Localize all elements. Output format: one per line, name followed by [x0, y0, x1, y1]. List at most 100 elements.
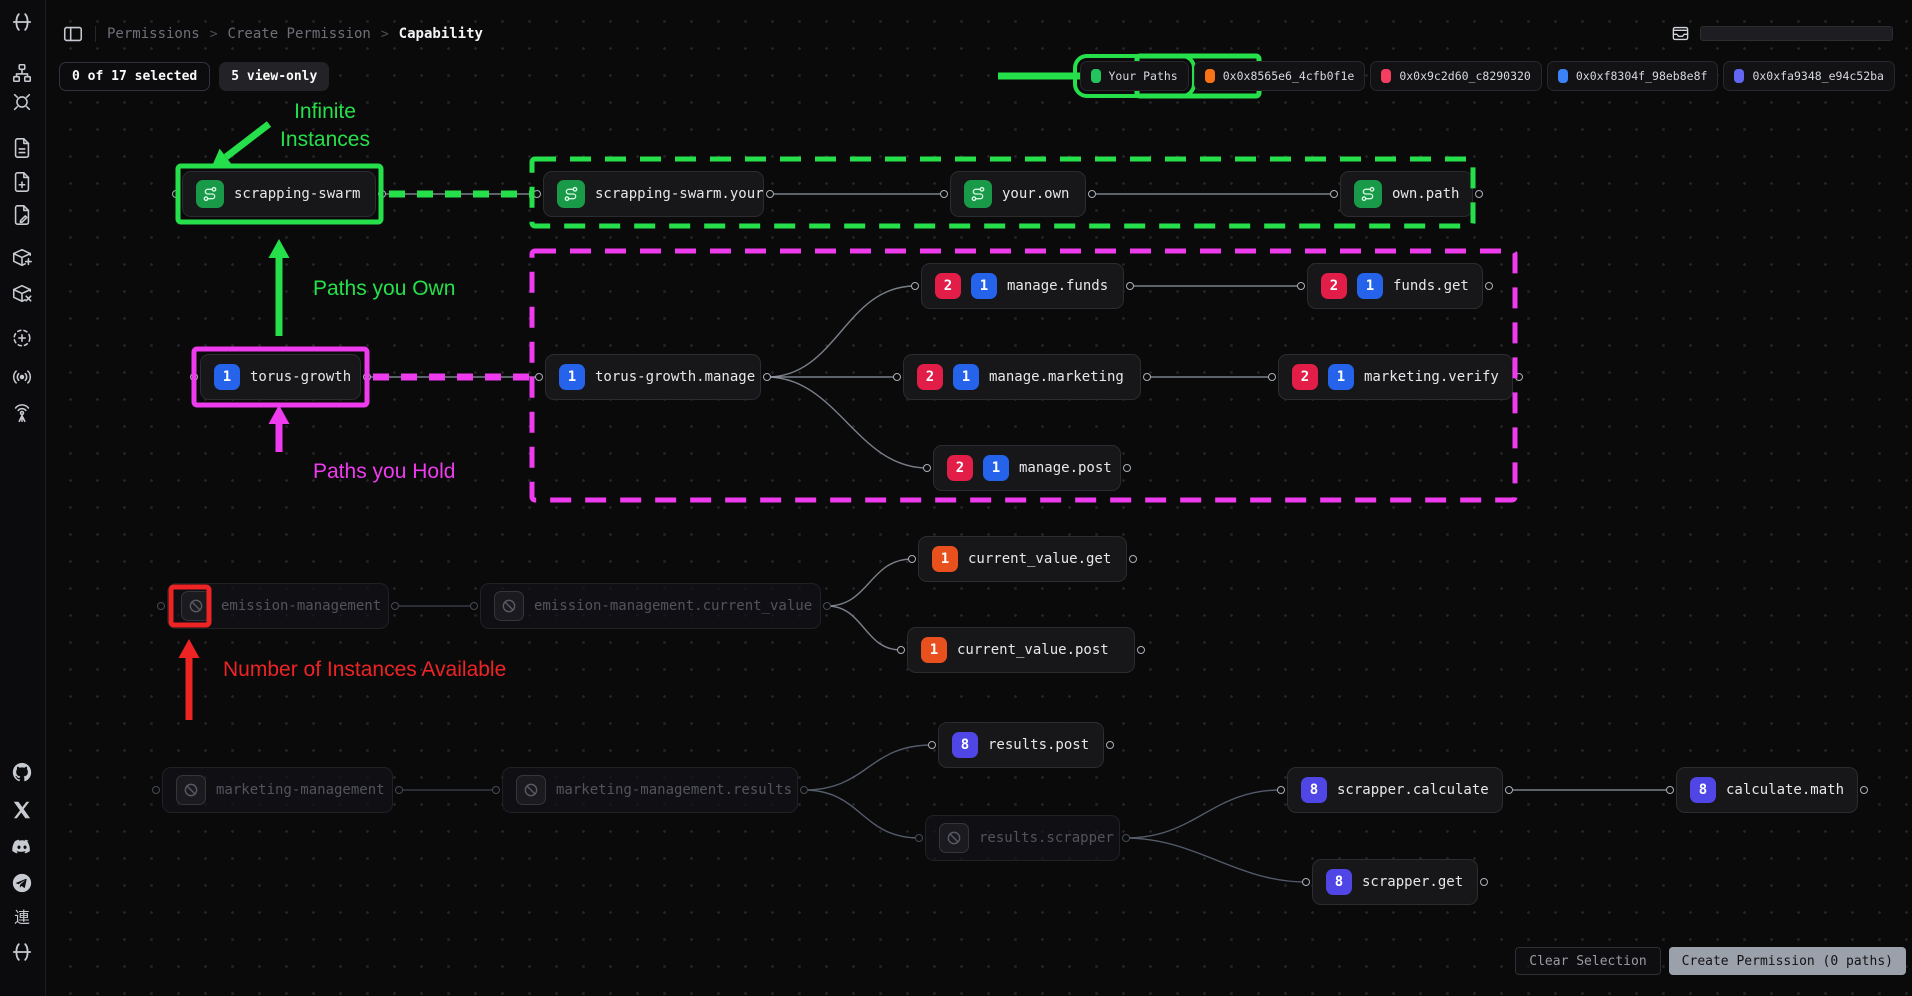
- file-pen-icon[interactable]: [11, 204, 33, 226]
- ban-icon: [516, 775, 546, 805]
- node-label: scrapping-swarm: [234, 186, 361, 202]
- annotation-text: Paths you Own: [313, 277, 456, 300]
- breadcrumb-item: Capability: [398, 26, 483, 42]
- legend-label: 0x0xf8304f_98eb8e8f: [1575, 69, 1708, 83]
- sidebar: 連: [0, 0, 46, 996]
- node-label: manage.marketing: [989, 369, 1124, 385]
- divider: [95, 26, 96, 42]
- instance-count-badge: 1: [921, 637, 947, 663]
- node-label: current_value.get: [968, 551, 1112, 567]
- annotation-arrow-head: [268, 405, 290, 424]
- create-permission-button[interactable]: Create Permission (0 paths): [1668, 947, 1906, 975]
- annotation-arrow-head: [178, 639, 200, 658]
- waypoints-icon: [196, 180, 224, 208]
- node-marketing-management.results[interactable]: marketing-management.results: [502, 767, 798, 813]
- package-plus-icon[interactable]: [11, 246, 33, 268]
- annotation-arrow-shaft: [223, 121, 272, 160]
- instance-count-badge: 1: [971, 273, 997, 299]
- circle-dashed-plus-icon[interactable]: [11, 327, 33, 349]
- view-only-badge: 5 view-only: [219, 62, 330, 91]
- kanji-ren-icon[interactable]: 連: [11, 906, 33, 928]
- github-icon[interactable]: [11, 761, 33, 783]
- node-label: marketing-management.results: [556, 782, 793, 798]
- node-label: torus-growth.manage: [595, 369, 756, 385]
- scan-circle-icon[interactable]: [11, 91, 33, 113]
- mini-input-bar[interactable]: [1700, 26, 1893, 41]
- annotation-arrow-head: [268, 239, 290, 258]
- node-own.path[interactable]: own.path: [1340, 171, 1473, 217]
- legend-label: 0x0xfa9348_e94c52ba: [1752, 69, 1884, 83]
- breadcrumb-item[interactable]: Permissions: [107, 26, 200, 42]
- radio-icon[interactable]: [11, 366, 33, 388]
- instance-count-badge: 2: [917, 364, 943, 390]
- clear-selection-button[interactable]: Clear Selection: [1515, 947, 1661, 975]
- edge: [1125, 837, 1307, 883]
- breadcrumb: Permissions>Create Permission>Capability: [107, 26, 483, 42]
- antenna-icon[interactable]: [11, 402, 33, 424]
- node-label: funds.get: [1393, 278, 1469, 294]
- node-marketing-management[interactable]: marketing-management: [162, 767, 393, 813]
- legend-chip[interactable]: 0x0xfa9348_e94c52ba: [1723, 61, 1895, 91]
- node-current_value.get[interactable]: 1 current_value.get: [918, 536, 1127, 582]
- discord-icon[interactable]: [11, 836, 33, 858]
- legend-label: 0x0x9c2d60_c8290320: [1399, 69, 1531, 83]
- graph-canvas[interactable]: scrapping-swarm scrapping-swarm.your your.…: [45, 0, 1912, 996]
- edge: [803, 789, 920, 839]
- node-emission-management[interactable]: emission-management: [167, 583, 389, 629]
- x-twitter-icon[interactable]: [11, 799, 33, 821]
- inbox-icon[interactable]: [1671, 24, 1690, 43]
- breadcrumb-separator: >: [380, 26, 389, 42]
- package-x-icon[interactable]: [11, 282, 33, 304]
- file-text-icon[interactable]: [11, 137, 33, 159]
- breadcrumb-item[interactable]: Create Permission: [227, 26, 371, 42]
- node-label: emission-management: [221, 598, 382, 614]
- panel-left-icon[interactable]: [62, 23, 84, 45]
- node-label: own.path: [1392, 186, 1460, 202]
- node-results.scrapper[interactable]: results.scrapper: [925, 815, 1120, 861]
- node-torus-growth[interactable]: 1 torus-growth: [200, 354, 361, 400]
- annotation-text: Number of Instances Available: [223, 658, 507, 681]
- node-label: results.post: [988, 737, 1090, 753]
- instance-count-badge: 1: [214, 364, 240, 390]
- instance-count-badge: 8: [1301, 777, 1327, 803]
- node-scrapper.calculate[interactable]: 8 scrapper.calculate: [1287, 767, 1503, 813]
- node-label: scrapper.calculate: [1337, 782, 1489, 798]
- node-emission-management.current_value[interactable]: emission-management.current_value: [480, 583, 821, 629]
- sitemap-icon[interactable]: [11, 62, 33, 84]
- legend-dot: [1204, 69, 1215, 83]
- legend-chip[interactable]: 0x0x9c2d60_c8290320: [1370, 61, 1542, 91]
- instance-count-badge: 2: [935, 273, 961, 299]
- torus-logo-icon[interactable]: [11, 941, 33, 963]
- app-logo-icon[interactable]: [11, 11, 33, 33]
- legend-dot: [1557, 69, 1568, 83]
- file-plus-icon[interactable]: [11, 171, 33, 193]
- node-current_value.post[interactable]: 1 current_value.post: [907, 627, 1135, 673]
- node-scrapping-swarm[interactable]: scrapping-swarm: [182, 171, 376, 217]
- legend-chip[interactable]: 0x0xf8304f_98eb8e8f: [1546, 61, 1719, 91]
- node-label: results.scrapper: [979, 830, 1114, 846]
- instance-count-badge: 1: [932, 546, 958, 572]
- waypoints-icon: [964, 180, 992, 208]
- annotation-text: Instances: [280, 128, 370, 151]
- node-scrapping-swarm.your[interactable]: scrapping-swarm.your: [543, 171, 764, 217]
- node-label: current_value.post: [957, 642, 1109, 658]
- legend-chip[interactable]: 0x0x8565e6_4cfb0f1e: [1193, 61, 1366, 91]
- node-results.post[interactable]: 8 results.post: [938, 722, 1104, 768]
- selection-count-badge: 0 of 17 selected: [59, 62, 211, 91]
- legend-chip[interactable]: Your Paths: [1072, 54, 1196, 98]
- telegram-icon[interactable]: [11, 872, 33, 894]
- legend-dot: [1734, 69, 1745, 83]
- instance-count-badge: 8: [952, 732, 978, 758]
- node-label: torus-growth: [250, 369, 352, 385]
- node-your.own[interactable]: your.own: [950, 171, 1086, 217]
- annotation-text: Infinite: [294, 100, 356, 123]
